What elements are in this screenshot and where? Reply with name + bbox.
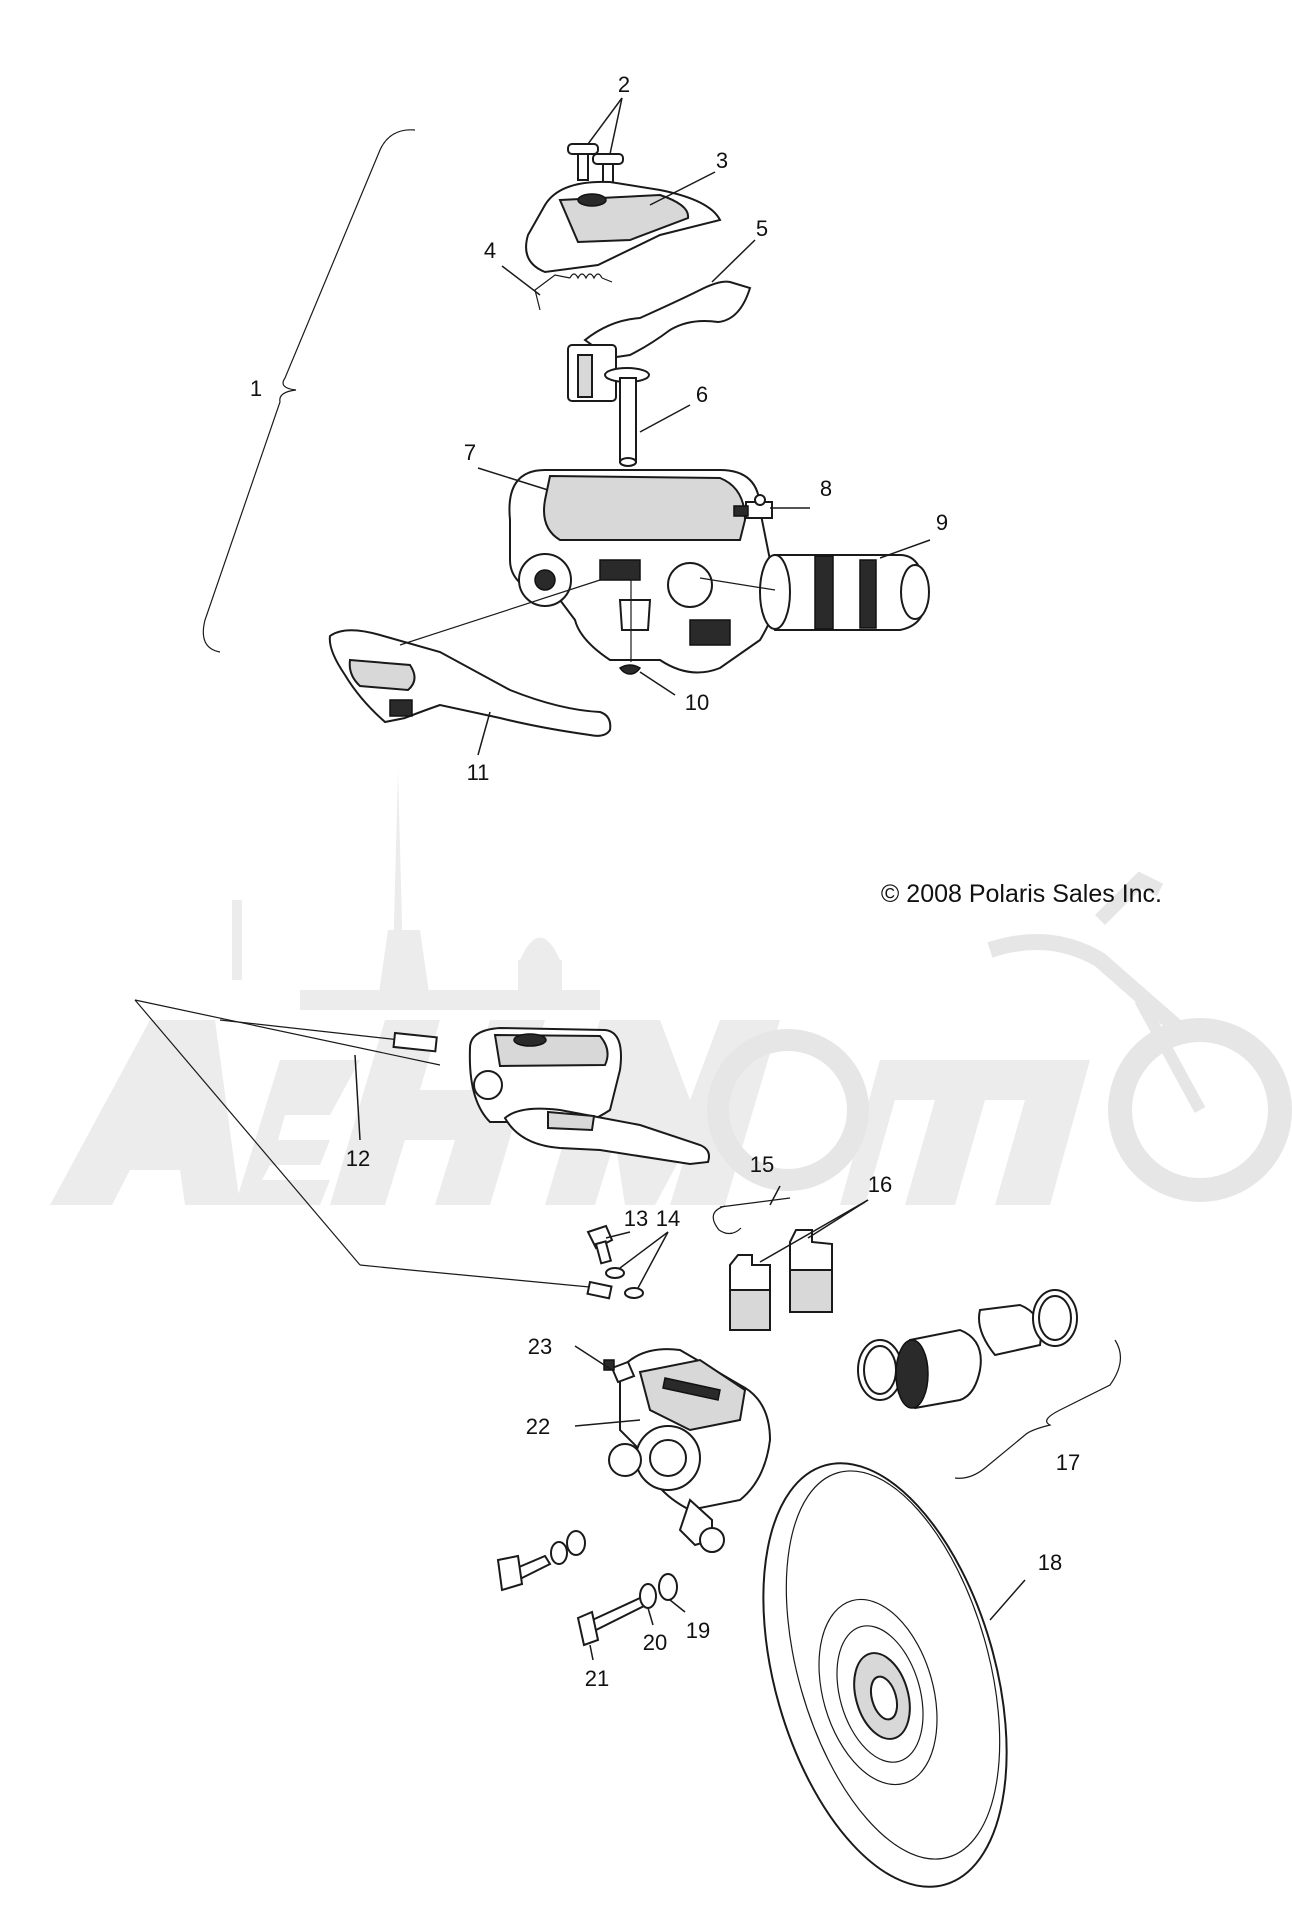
callout-20: 20 [643,1630,667,1655]
brake-hose-part-12 [134,999,613,1300]
callout-13: 13 [624,1206,648,1231]
piston-seals-part-17 [857,1289,1078,1410]
callout-19: 19 [686,1618,710,1643]
brake-lever-part-11 [328,629,612,737]
callout-17: 17 [1056,1450,1080,1475]
callout-16: 16 [868,1172,892,1197]
lever-part-5 [567,280,752,402]
callout-1: 1 [250,376,262,401]
callout-14: 14 [656,1206,680,1231]
clip-part-10 [618,664,642,675]
callout-5: 5 [756,216,768,241]
washer-part-20 [639,1583,657,1609]
mount-bolt-part-21 [576,1596,646,1647]
callout-23: 23 [528,1334,552,1359]
callout-21: 21 [585,1666,609,1691]
retaining-pin-part-15 [712,1197,791,1235]
callout-labels: 1 2 3 4 5 6 7 8 9 10 11 12 13 14 15 16 1… [250,72,1080,1691]
callout-6: 6 [696,382,708,407]
switch-part-8 [733,494,773,519]
callout-3: 3 [716,148,728,173]
callout-15: 15 [750,1152,774,1177]
brake-disc-part-18 [762,1462,1008,1888]
watermark-motorcycle [987,871,1206,1113]
banjo-bolt-part-13 [586,1224,614,1265]
callout-18: 18 [1038,1550,1062,1575]
callout-9: 9 [936,510,948,535]
caliper-body-part-22 [608,1348,772,1553]
screw-part-2 [567,143,624,191]
leader-lines [354,97,1026,1661]
spring-part-4 [534,273,613,311]
callout-10: 10 [685,690,709,715]
pivot-bolt-part-6 [604,367,650,467]
callout-8: 8 [820,476,832,501]
watermark-skyline [232,770,600,1010]
brake-pads-part-16 [729,1229,833,1331]
washer-part-19 [658,1573,678,1601]
callout-4: 4 [484,238,496,263]
bleed-valve-part-23 [603,1359,636,1384]
mount-bolt-upper [496,1530,586,1592]
callout-22: 22 [526,1414,550,1439]
callout-11: 11 [467,760,490,785]
assembly-bracket-1 [202,129,416,653]
callout-7: 7 [464,440,476,465]
callout-2: 2 [618,72,630,97]
reservoir-cover-part-3 [525,180,722,274]
assembled-master-cylinder [468,1026,710,1166]
washer-part-14 [605,1267,644,1299]
copyright-notice: © 2008 Polaris Sales Inc. [881,880,1162,908]
callout-12: 12 [346,1146,370,1171]
piston-part-9 [759,554,930,631]
master-cylinder-body-part-7 [508,469,779,674]
assembly-bracket-17 [954,1339,1121,1479]
